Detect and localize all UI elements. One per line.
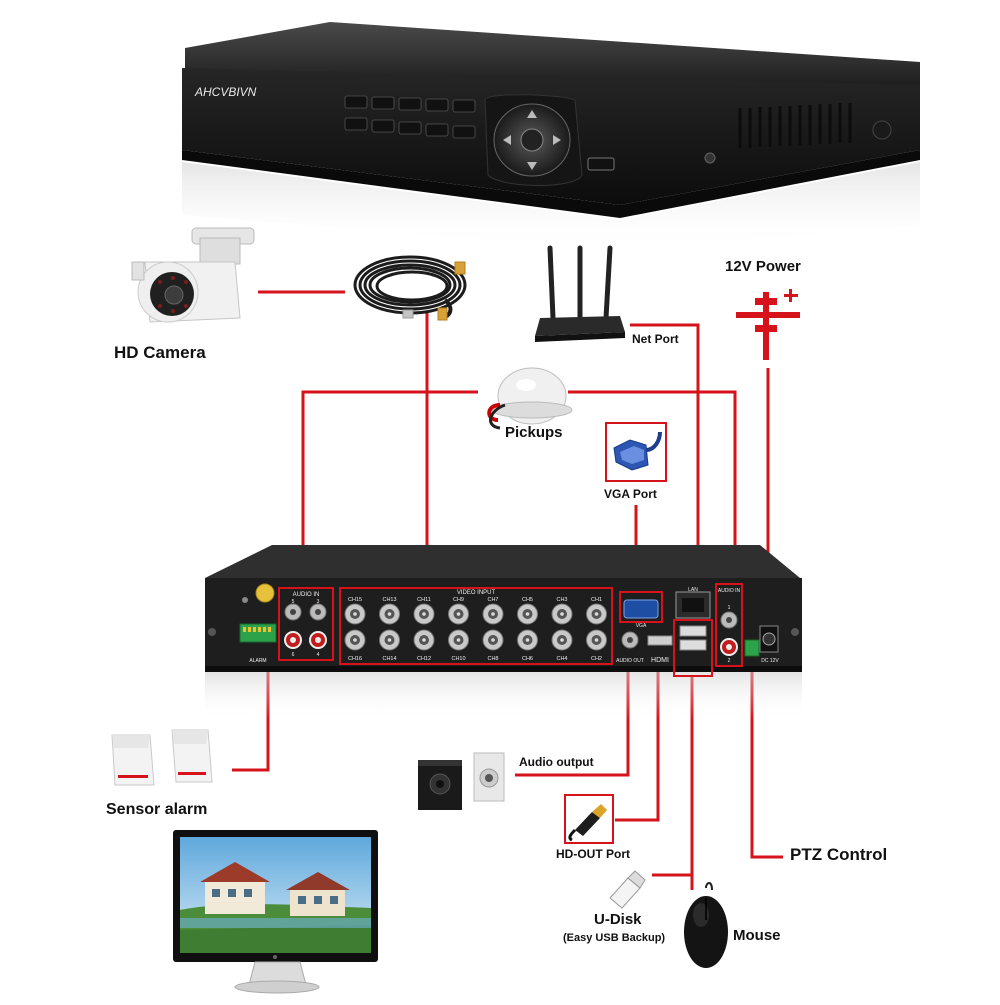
bnc-connector-ch2 — [586, 629, 607, 651]
bnc-connector-ch16 — [344, 629, 366, 651]
wire-pickups-audio-right — [568, 390, 737, 585]
video-input-label: VIDEO INPUT — [457, 590, 496, 596]
coax-cable-image — [353, 255, 467, 321]
usb-disk-icon — [609, 870, 646, 909]
channel-label-ch13: CH13 — [382, 597, 396, 603]
channel-label-ch1: CH1 — [591, 597, 602, 603]
channel-label-ch11: CH11 — [417, 597, 431, 603]
sensor-alarm-image — [111, 729, 213, 786]
audio-port-3: 3 — [317, 599, 320, 605]
bnc-connector-ch10 — [448, 629, 469, 651]
bnc-connector-ch14 — [379, 629, 400, 651]
power-symbol-icon — [736, 289, 800, 360]
wire-ptz — [750, 662, 783, 859]
bnc-connector-ch8 — [482, 629, 504, 651]
pickup-microphone-image — [487, 367, 573, 430]
audio-port-5: 5 — [292, 599, 295, 605]
bnc-connector-ch13 — [379, 603, 400, 625]
monitor-image — [173, 830, 378, 994]
mouse-image — [684, 882, 728, 968]
bnc-connector-ch6 — [517, 629, 538, 651]
mouse-label: Mouse — [733, 927, 781, 944]
dvr-front-unit — [182, 22, 920, 250]
channel-label-ch10: CH10 — [451, 656, 465, 662]
speakers-image — [418, 752, 505, 810]
bnc-connector-ch11 — [413, 603, 435, 625]
hdmi-label: HDMI — [651, 657, 669, 664]
audio-port-6: 6 — [292, 652, 295, 658]
u-disk-sublabel: (Easy USB Backup) — [563, 932, 666, 944]
audio-port-1: 1 — [728, 605, 731, 611]
audio-in-left-label: AUDIO IN — [293, 592, 320, 598]
channel-label-ch7: CH7 — [487, 597, 498, 603]
audio-in-right-label: AUDIO IN — [718, 588, 741, 594]
audio-port-2: 2 — [728, 658, 731, 664]
hd-out-port-label: HD-OUT Port — [556, 847, 630, 861]
hdmi-cable-icon — [568, 804, 607, 842]
power-label: 12V Power — [725, 258, 801, 275]
audio-out-label: AUDIO OUT — [616, 658, 644, 664]
audio-port-4: 4 — [317, 652, 320, 658]
bnc-connectors — [344, 603, 607, 651]
alarm-label: ALARM — [249, 658, 266, 664]
channel-label-ch12: CH12 — [417, 656, 431, 662]
channel-label-ch14: CH14 — [382, 656, 396, 662]
vga-label: VGA — [636, 623, 647, 629]
wire-pickups-audio-left — [301, 390, 478, 590]
hd-camera-label: HD Camera — [114, 343, 206, 362]
pickups-label: Pickups — [505, 424, 563, 441]
channel-label-ch6: CH6 — [522, 656, 533, 662]
channel-label-ch3: CH3 — [556, 597, 567, 603]
bnc-connector-ch4 — [551, 629, 573, 651]
hd-camera-image — [131, 227, 255, 323]
u-disk-label: U-Disk — [594, 911, 642, 928]
bnc-connector-ch5 — [517, 603, 538, 625]
sensor-alarm-label: Sensor alarm — [106, 801, 208, 818]
bnc-connector-ch7 — [482, 603, 504, 625]
dc-label: DC 12V — [761, 658, 779, 664]
dvr-rear-unit — [205, 545, 802, 720]
channel-label-ch4: CH4 — [556, 656, 567, 662]
net-port-label: Net Port — [632, 332, 679, 346]
channel-label-ch5: CH5 — [522, 597, 533, 603]
channel-label-ch8: CH8 — [487, 656, 498, 662]
bnc-connector-ch1 — [586, 603, 607, 625]
channel-label-ch16: CH16 — [348, 656, 362, 662]
bnc-connector-ch12 — [413, 629, 435, 651]
bnc-connector-ch15 — [344, 603, 366, 625]
channel-label-ch9: CH9 — [453, 597, 464, 603]
wire-net-port — [630, 323, 700, 592]
bnc-connector-ch9 — [448, 603, 469, 625]
bnc-connector-ch3 — [551, 603, 573, 625]
channel-label-ch2: CH2 — [591, 656, 602, 662]
vga-connector-icon — [613, 431, 662, 471]
router-image — [535, 245, 625, 342]
channel-label-ch15: CH15 — [348, 597, 362, 603]
ptz-control-label: PTZ Control — [790, 845, 888, 864]
vga-port-label: VGA Port — [604, 487, 657, 501]
audio-output-label: Audio output — [519, 755, 594, 769]
lan-label: LAN — [688, 587, 698, 593]
brand-logo: AHCVBIVN — [194, 85, 257, 99]
